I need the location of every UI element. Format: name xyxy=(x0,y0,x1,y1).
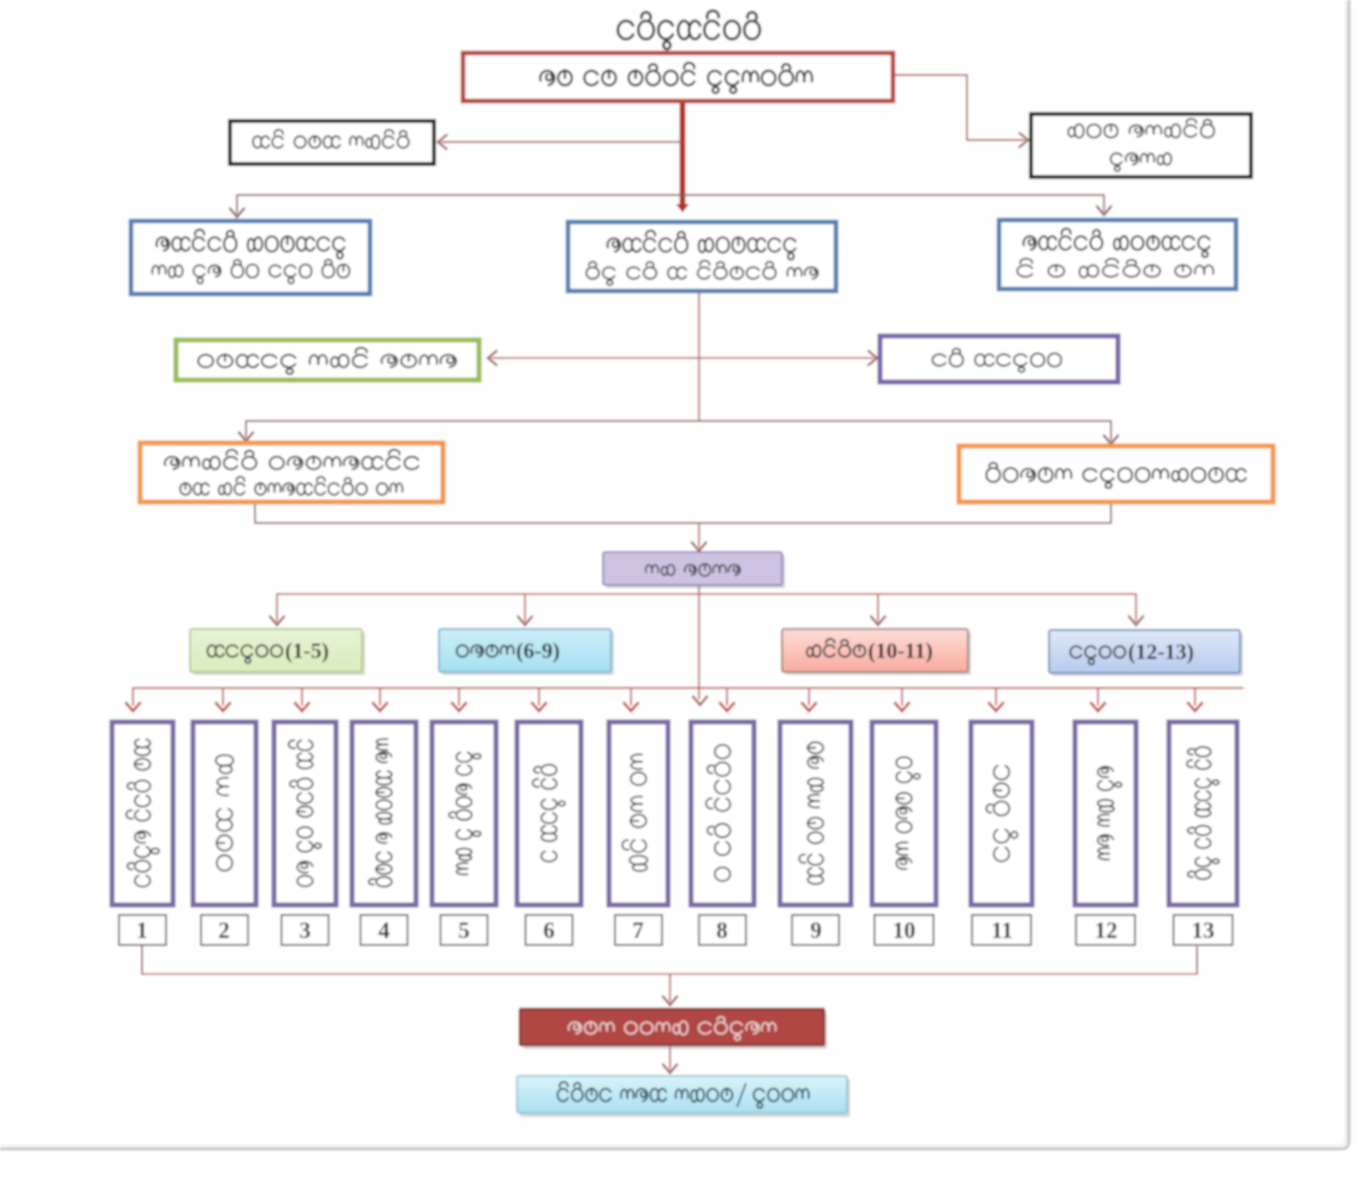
svg-text:(10-11): (10-11) xyxy=(868,638,933,663)
svg-text:11: 11 xyxy=(991,918,1013,943)
svg-text:10: 10 xyxy=(893,918,916,943)
svg-text:7: 7 xyxy=(632,918,644,943)
svg-text:8: 8 xyxy=(716,918,728,943)
svg-text:1: 1 xyxy=(136,918,148,943)
svg-text:2: 2 xyxy=(218,918,230,943)
svg-text:13: 13 xyxy=(1192,918,1215,943)
svg-text:4: 4 xyxy=(378,918,390,943)
svg-text:(12-13): (12-13) xyxy=(1128,639,1194,664)
svg-text:6: 6 xyxy=(543,918,555,943)
svg-text:(1-5): (1-5) xyxy=(285,638,329,663)
svg-text:(6-9): (6-9) xyxy=(516,638,560,663)
svg-text:5: 5 xyxy=(458,918,470,943)
svg-text:9: 9 xyxy=(810,918,822,943)
svg-text:12: 12 xyxy=(1095,918,1118,943)
svg-text:3: 3 xyxy=(299,918,311,943)
